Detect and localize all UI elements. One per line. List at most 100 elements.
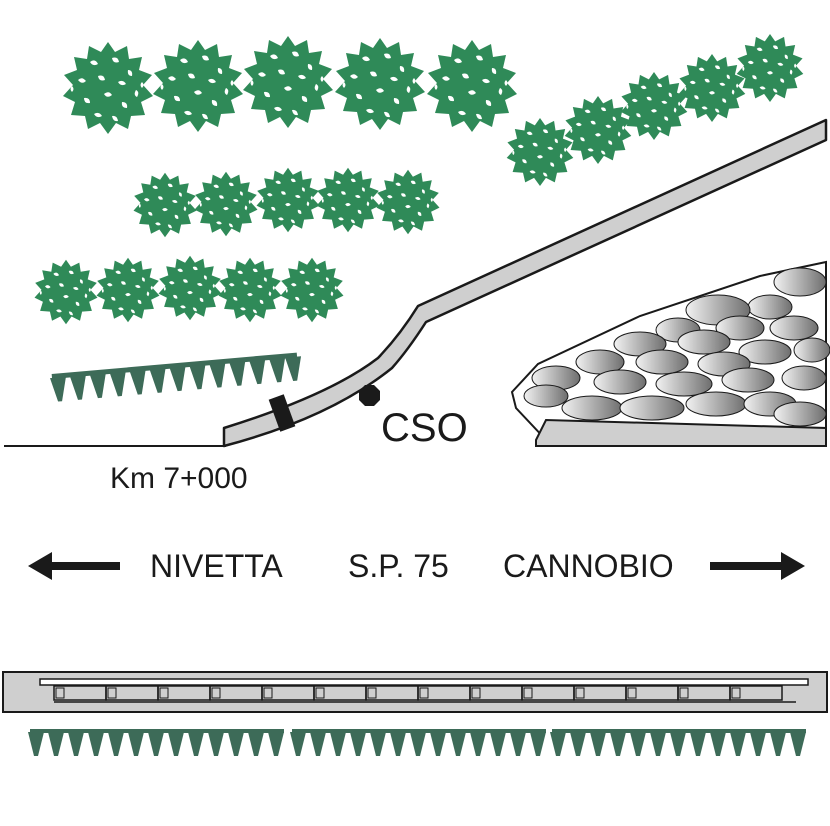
arrow-left-icon	[28, 552, 120, 580]
spike-icon	[109, 371, 128, 397]
spike-strip-upper	[50, 352, 304, 403]
ramp-marker-block	[268, 394, 296, 432]
spike-icon	[290, 732, 306, 756]
shrub-icon	[243, 36, 333, 128]
spike-icon	[410, 732, 426, 756]
shrub-row-1	[63, 36, 517, 134]
spike-icon	[208, 732, 224, 756]
cso-marker-icon	[359, 385, 380, 406]
cso-label: CSO	[381, 406, 468, 450]
spike-icon	[630, 732, 646, 756]
spike-icon	[450, 732, 466, 756]
spike-icon	[470, 732, 486, 756]
spike-icon	[48, 732, 64, 756]
shrub-icon	[316, 167, 380, 233]
rock-embankment	[510, 260, 830, 447]
spike-icon	[530, 732, 546, 756]
spike-icon	[730, 732, 746, 756]
spike-icon	[370, 732, 386, 756]
rock-icon	[721, 367, 775, 393]
spike-icon	[169, 366, 188, 392]
rock-icon	[561, 395, 623, 421]
shrub-icon	[256, 167, 320, 233]
spike-icon	[249, 359, 268, 385]
shrub-row-2	[133, 167, 440, 238]
shrub-icon	[427, 40, 517, 132]
rock-icon	[769, 315, 819, 341]
spike-icon	[285, 356, 304, 382]
direction-row: NIVETTA S.P. 75 CANNOBIO	[28, 548, 805, 584]
shrub-icon	[218, 257, 282, 323]
shrub-icon	[63, 42, 153, 134]
spike-icon	[189, 364, 208, 390]
shrub-icon	[96, 257, 160, 323]
rock-icon	[523, 384, 569, 408]
spike-strip-bottom-middle	[290, 729, 546, 756]
spike-icon	[670, 732, 686, 756]
spike-icon	[248, 732, 264, 756]
embankment-base	[535, 418, 827, 447]
rock-icon	[747, 294, 793, 320]
rock-icon	[685, 391, 747, 417]
direction-left-label: NIVETTA	[150, 548, 283, 584]
spike-icon	[269, 357, 288, 383]
shrub-icon	[376, 169, 440, 235]
spike-icon	[268, 732, 284, 756]
rock-icon	[738, 339, 792, 365]
spike-icon	[88, 732, 104, 756]
spike-strip-bottom-right	[550, 729, 806, 756]
rock-icon	[635, 349, 689, 375]
spike-icon	[68, 732, 84, 756]
road-plan-band	[2, 671, 828, 713]
spike-icon	[770, 732, 786, 756]
spike-icon	[228, 732, 244, 756]
rock-icon	[655, 371, 713, 397]
shrub-icon	[506, 117, 574, 187]
spike-icon	[350, 732, 366, 756]
spike-icon	[430, 732, 446, 756]
spike-icon	[128, 732, 144, 756]
shrub-icon	[280, 257, 344, 323]
spike-icon	[209, 362, 228, 389]
km-label: Km 7+000	[110, 462, 248, 495]
spike-icon	[570, 732, 586, 756]
spike-icon	[610, 732, 626, 756]
shrub-icon	[34, 259, 98, 325]
spike-icon	[108, 732, 124, 756]
shrub-icon	[620, 71, 688, 141]
direction-right-label: CANNOBIO	[503, 548, 674, 584]
shrub-icon	[133, 172, 197, 238]
spike-icon	[50, 376, 69, 403]
rock-icon	[793, 337, 830, 363]
shrub-icon	[153, 40, 243, 132]
shrub-icon	[678, 53, 746, 123]
spike-icon	[750, 732, 766, 756]
spike-icon	[790, 732, 806, 756]
shrub-icon	[194, 171, 258, 237]
shrub-row-3	[34, 255, 344, 325]
shrub-icon	[335, 38, 425, 130]
rock-icon	[715, 315, 765, 341]
road-label: S.P. 75	[348, 548, 449, 584]
spike-strip-bottom-left	[28, 729, 284, 756]
spike-icon	[490, 732, 506, 756]
spike-icon	[330, 732, 346, 756]
spike-icon	[390, 732, 406, 756]
spike-icon	[590, 732, 606, 756]
arrow-right-icon	[710, 552, 805, 580]
spike-icon	[510, 732, 526, 756]
spike-icon	[229, 361, 248, 387]
rock-icon	[773, 401, 827, 427]
shrub-icon	[736, 33, 804, 103]
spike-icon	[650, 732, 666, 756]
rock-icon	[593, 369, 647, 395]
spike-icon	[710, 732, 726, 756]
spike-icon	[310, 732, 326, 756]
spike-icon	[188, 732, 204, 756]
spike-icon	[550, 732, 566, 756]
road-ramp	[222, 118, 828, 448]
spike-icon	[129, 369, 148, 396]
rock-icon	[677, 329, 731, 355]
spike-icon	[148, 732, 164, 756]
